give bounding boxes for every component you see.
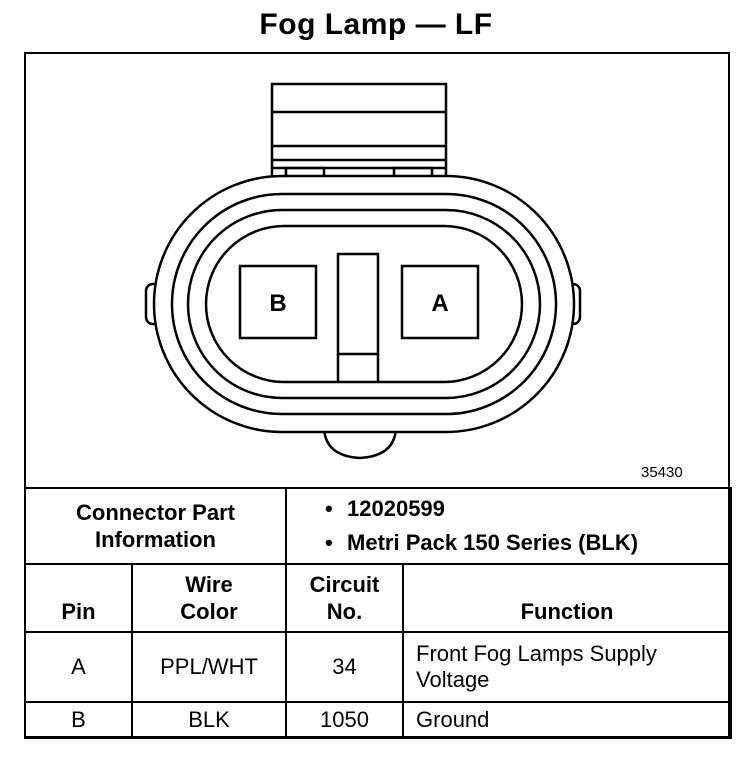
header-wire-color: Wire Color (130, 563, 288, 633)
pin-cell: A (24, 631, 133, 703)
part-info-row: Connector Part Information •12020599 •Me… (23, 487, 733, 565)
function-cell: Ground (402, 701, 733, 739)
table-row: B BLK 1050 Ground (24, 701, 733, 739)
cavity-a (400, 264, 480, 340)
connector-face-diagram: B A (144, 82, 582, 460)
connector-frame: B A 35430 Connector Part Information •12… (23, 52, 733, 739)
keying-bump (322, 425, 398, 460)
cavity-a-label: A (431, 290, 448, 317)
diagram-title: Fog Lamp — LF (259, 8, 493, 41)
header-circuit-no: Circuit No. (285, 563, 405, 633)
part-info-item: •Metri Pack 150 Series (BLK) (325, 530, 639, 555)
wire-color-cell: PPL/WHT (130, 631, 288, 703)
wire-color-cell: BLK (130, 701, 288, 739)
function-cell: Front Fog Lamps Supply Voltage (402, 631, 733, 703)
circuit-cell: 34 (285, 631, 405, 703)
figure-number: 35430 (641, 464, 683, 481)
pin-cell: B (24, 701, 133, 739)
header-function: Function (402, 563, 733, 633)
header-pin: Pin (24, 563, 133, 633)
part-info-list: •12020599 •Metri Pack 150 Series (BLK) (285, 487, 733, 565)
header-row: Pin Wire Color Circuit No. Function (24, 563, 733, 633)
table-row: A PPL/WHT 34 Front Fog Lamps Supply Volt… (24, 631, 733, 703)
part-info-label: Connector Part Information (23, 487, 288, 565)
circuit-cell: 1050 (285, 701, 405, 739)
cavity-b-label: B (269, 290, 286, 317)
outer-housing (152, 174, 576, 434)
part-info-item: •12020599 (325, 496, 445, 521)
connector-spec-table: Connector Part Information •12020599 •Me… (23, 487, 733, 739)
cavity-b (238, 264, 318, 340)
